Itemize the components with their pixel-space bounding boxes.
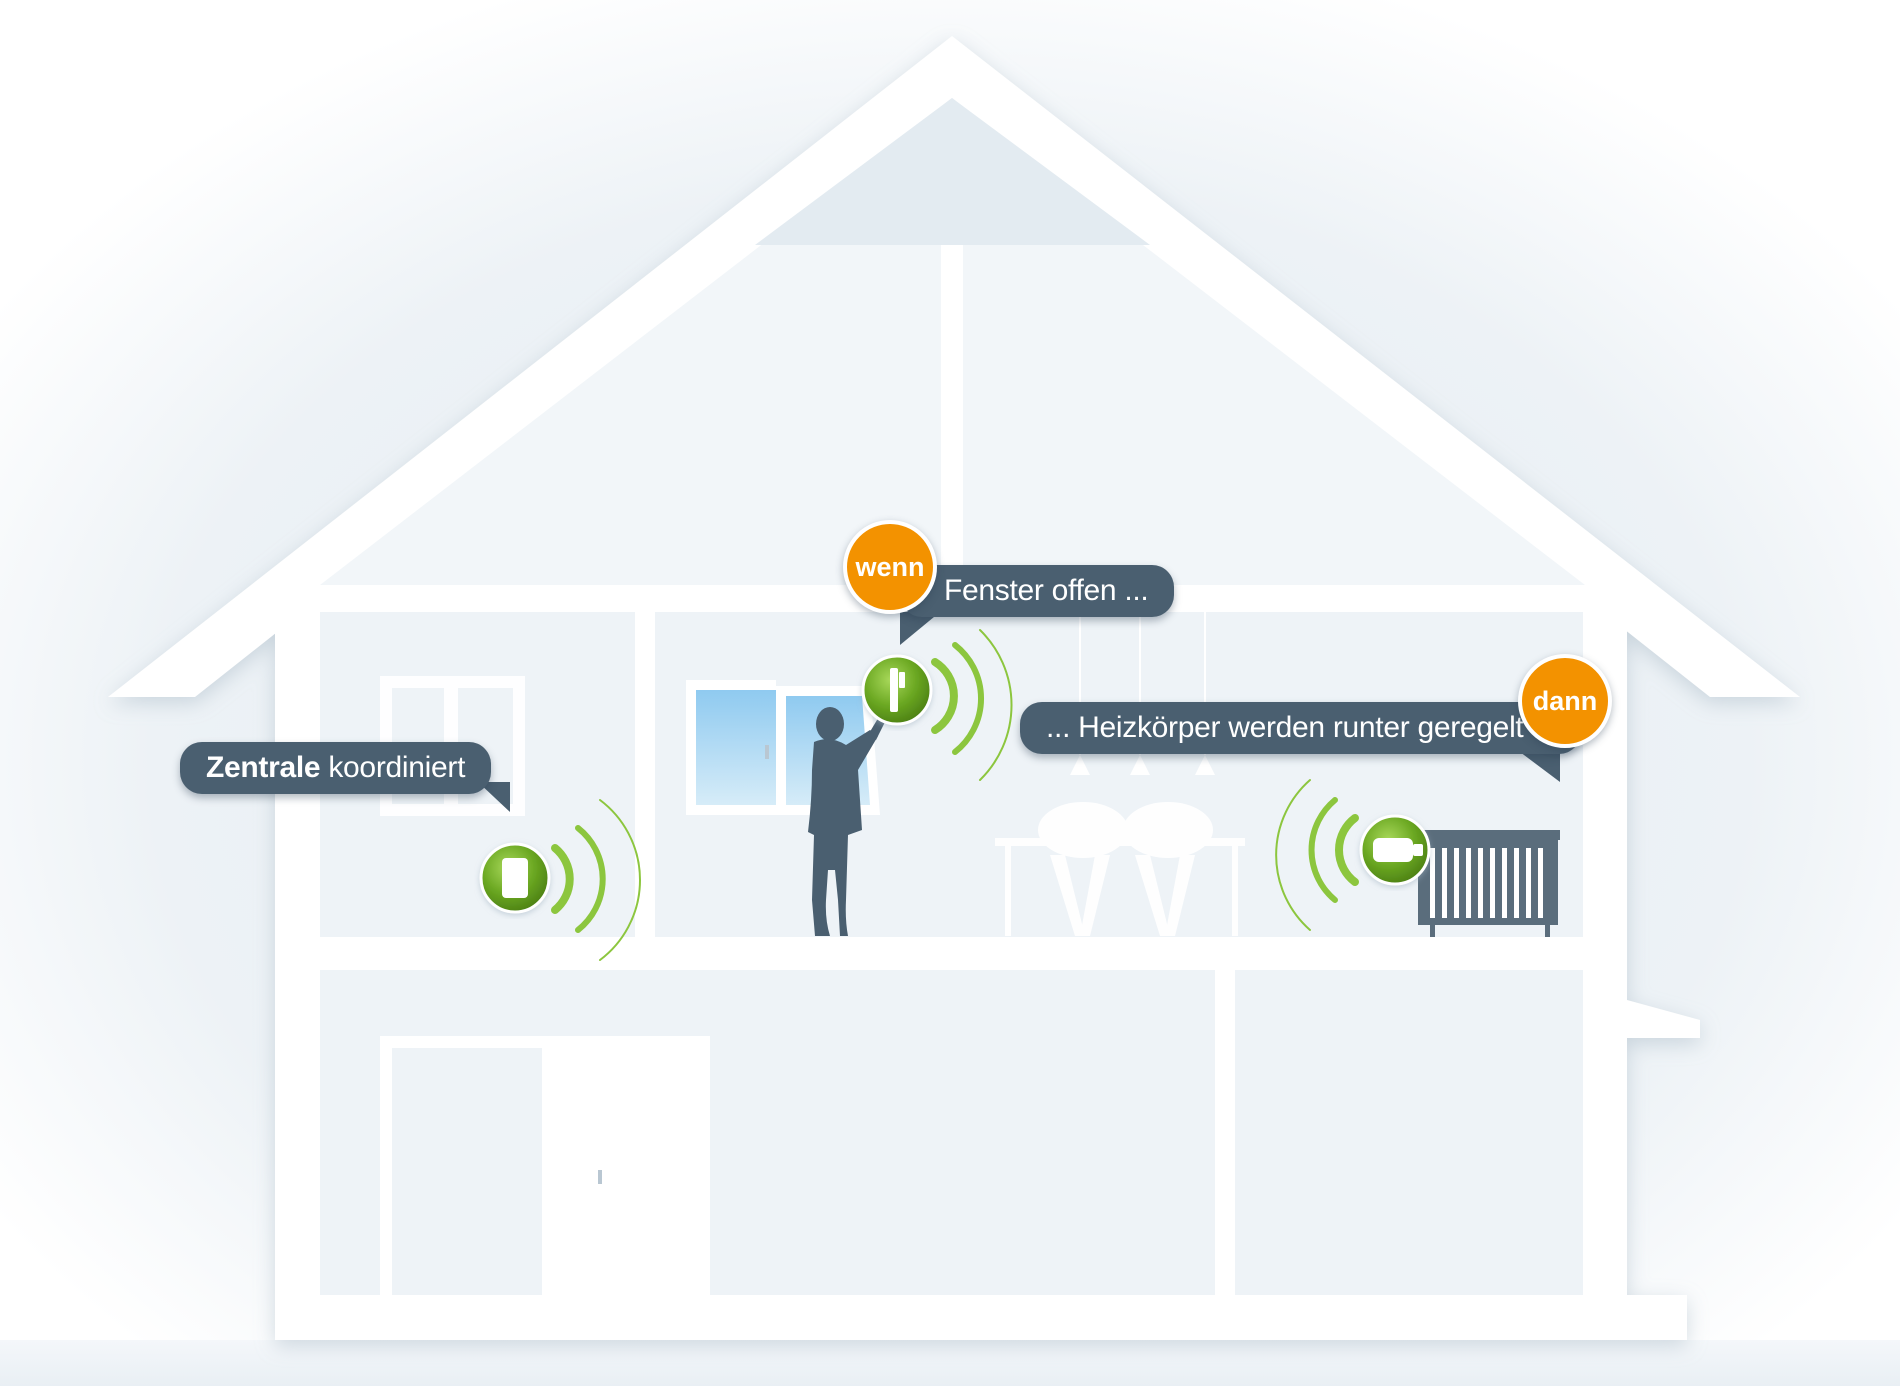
tag-wenn: wenn <box>843 520 937 614</box>
callout-fenster: Fenster offen ... <box>900 565 1175 617</box>
callout-zentrale-bold: Zentrale <box>206 751 321 784</box>
window-contact-icon <box>861 654 933 726</box>
callout-zentrale-text: koordiniert <box>320 751 466 784</box>
dining-table <box>995 802 1245 936</box>
callout-heizung-text: ... Heizkörper werden runter geregelt <box>1046 711 1524 744</box>
radiator-thermostat-icon <box>1359 814 1431 886</box>
thermostat-waves <box>1275 779 1359 931</box>
callout-fenster-text: Fenster offen ... <box>944 574 1149 607</box>
callout-heizung: ... Heizkörper werden runter geregelt <box>1020 702 1582 754</box>
callout-zentrale: Zentrale koordiniert <box>180 742 492 794</box>
person-silhouette <box>808 707 887 936</box>
central-unit-icon <box>479 842 551 914</box>
window-sensor-waves <box>931 629 1013 781</box>
lower-double-door <box>380 1036 710 1295</box>
radiator <box>1415 830 1560 937</box>
central-unit-waves <box>551 799 641 961</box>
tag-dann: dann <box>1518 654 1612 748</box>
